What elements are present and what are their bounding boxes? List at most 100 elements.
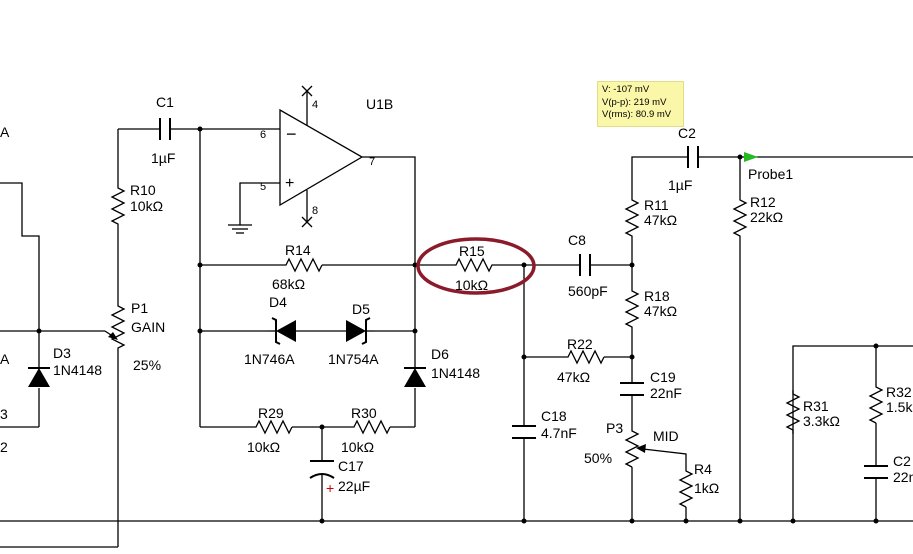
r15-value: 10kΩ <box>455 277 488 293</box>
p1-label: GAIN <box>131 319 165 335</box>
p1-setting: 25% <box>133 357 161 373</box>
r30-ref: R30 <box>351 405 377 421</box>
resistor-r11[interactable]: R11 47kΩ <box>624 196 677 238</box>
opamp-u1b[interactable]: − + 6 5 7 4 8 U1B <box>260 85 393 228</box>
resistor-r22[interactable]: R22 47kΩ <box>557 336 605 385</box>
ground-icon <box>228 224 252 234</box>
d6-ref: D6 <box>431 346 449 362</box>
c17-ref: C17 <box>338 458 364 474</box>
potentiometer-p1[interactable]: P1 GAIN 25% <box>104 298 165 373</box>
diode-d3[interactable]: D3 1N4148 <box>28 345 102 387</box>
potentiometer-p3[interactable]: P3 MID 50% <box>584 420 679 468</box>
r22-value: 47kΩ <box>557 369 590 385</box>
p3-ref: P3 <box>606 420 623 436</box>
r4-value: 1kΩ <box>694 480 719 496</box>
r10-ref: R10 <box>130 182 156 198</box>
capacitor-c19[interactable]: C19 22nF <box>620 369 682 401</box>
capacitor-c8[interactable]: C8 560pF <box>568 232 608 299</box>
c8-ref: C8 <box>568 232 586 248</box>
probe-tooltip: V: -107 mV V(p-p): 219 mV V(rms): 80.9 m… <box>597 81 684 127</box>
c1-value: 1µF <box>151 150 175 166</box>
r4-ref: R4 <box>694 461 712 477</box>
pin-6-label: 6 <box>260 129 266 141</box>
svg-text:−: − <box>286 124 297 144</box>
c18-ref: C18 <box>541 408 567 424</box>
r15-ref: R15 <box>459 243 485 259</box>
r29-ref: R29 <box>258 405 284 421</box>
c17-value: 22µF <box>338 478 370 494</box>
probe-vpp: V(p-p): 219 mV <box>602 96 667 108</box>
wires <box>0 128 913 548</box>
resistor-r32[interactable]: R32 1.5k <box>868 383 913 424</box>
r32-ref: R32 <box>886 384 912 400</box>
r14-ref: R14 <box>285 242 311 258</box>
left-cut-label-4: 2 <box>0 439 8 455</box>
resistor-r15[interactable]: R15 10kΩ <box>450 243 498 293</box>
r18-value: 47kΩ <box>644 303 677 319</box>
zener-d4[interactable]: D4 1N746A <box>244 294 296 367</box>
d3-value: 1N4148 <box>53 362 102 378</box>
d5-value: 1N754A <box>328 351 379 367</box>
r12-ref: R12 <box>750 194 776 210</box>
r11-ref: R11 <box>644 197 669 213</box>
r12-value: 22kΩ <box>750 209 783 225</box>
c2-value: 1µF <box>668 177 692 193</box>
resistor-r12[interactable]: R12 22kΩ <box>732 194 783 238</box>
capacitor-c18[interactable]: C18 4.7nF <box>512 408 577 441</box>
d4-ref: D4 <box>269 294 287 310</box>
c8-value: 560pF <box>568 283 608 299</box>
r22-ref: R22 <box>567 336 593 352</box>
resistor-r30[interactable]: R30 10kΩ <box>341 405 391 455</box>
capacitor-c2-right[interactable]: C2 22n <box>864 453 913 485</box>
probe-arrow-icon[interactable] <box>744 152 758 162</box>
r32-value: 1.5k <box>886 399 913 415</box>
capacitor-c2[interactable]: C2 1µF <box>668 125 699 193</box>
c2-ref: C2 <box>678 125 696 141</box>
d6-value: 1N4148 <box>431 365 480 381</box>
d5-ref: D5 <box>352 301 370 317</box>
pin-8-label: 8 <box>312 205 318 217</box>
r11-value: 47kΩ <box>644 212 677 228</box>
capacitor-c1[interactable]: C1 1µF <box>151 94 175 166</box>
zener-d5[interactable]: D5 1N754A <box>328 301 379 367</box>
pin-7-label: 7 <box>369 156 375 168</box>
capacitor-c17[interactable]: C17 22µF + <box>309 458 370 496</box>
probe-voltage: V: -107 mV <box>602 84 650 95</box>
resistor-r10[interactable]: R10 10kΩ <box>110 182 163 228</box>
pin-5-label: 5 <box>260 181 266 193</box>
c2x-value: 22n <box>893 469 913 485</box>
p3-label: MID <box>653 428 679 444</box>
probe-vrms: V(rms): 80.9 mV <box>602 109 672 120</box>
r15-highlight-ellipse <box>416 237 536 295</box>
p3-setting: 50% <box>584 450 612 466</box>
r31-ref: R31 <box>803 398 829 414</box>
left-cut-label-1: A <box>0 124 10 140</box>
p1-ref: P1 <box>131 300 148 316</box>
r18-ref: R18 <box>644 288 670 304</box>
c1-ref: C1 <box>156 94 174 110</box>
r14-value: 68kΩ <box>272 276 305 292</box>
diode-d6[interactable]: D6 1N4148 <box>404 346 480 387</box>
d4-value: 1N746A <box>244 351 295 367</box>
left-cut-label-2: A <box>0 351 10 367</box>
svg-text:+: + <box>285 175 294 192</box>
r29-value: 10kΩ <box>247 439 280 455</box>
resistor-r18[interactable]: R18 47kΩ <box>624 285 677 335</box>
resistor-r31[interactable]: R31 3.3kΩ <box>785 390 840 434</box>
c18-value: 4.7nF <box>541 425 577 441</box>
resistor-r29[interactable]: R29 10kΩ <box>247 405 293 455</box>
r30-value: 10kΩ <box>341 439 374 455</box>
opamp-ref-label: U1B <box>366 96 393 112</box>
left-cut-label-3: 3 <box>0 406 8 422</box>
d3-ref: D3 <box>53 345 71 361</box>
r10-value: 10kΩ <box>130 198 163 214</box>
resistor-r4[interactable]: R4 1kΩ <box>678 461 719 508</box>
c2x-ref: C2 <box>893 453 911 469</box>
resistor-r14[interactable]: R14 68kΩ <box>272 242 323 292</box>
c19-ref: C19 <box>650 369 676 385</box>
junctions <box>36 126 879 524</box>
r31-value: 3.3kΩ <box>803 413 840 429</box>
c19-value: 22nF <box>650 385 682 401</box>
pin-4-label: 4 <box>312 99 318 111</box>
